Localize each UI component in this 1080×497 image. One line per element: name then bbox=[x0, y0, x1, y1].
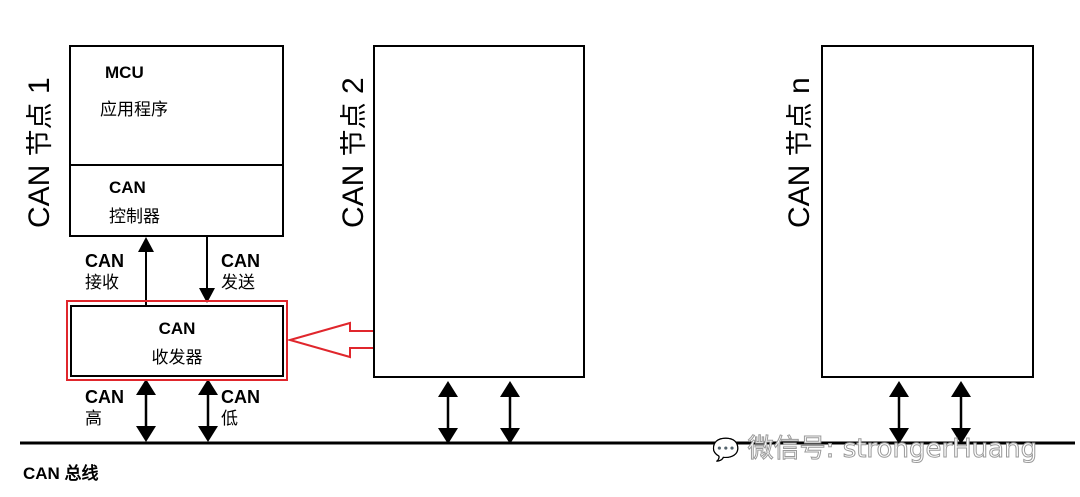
mcu-title: MCU bbox=[105, 63, 144, 82]
can-low-subtitle: 低 bbox=[221, 409, 238, 429]
can-low-arrow bbox=[198, 379, 218, 442]
rx-label-title: CAN bbox=[85, 251, 124, 271]
can-low-label: CAN 低 bbox=[221, 386, 260, 430]
can-transceiver-box: CAN 收发器 bbox=[70, 305, 284, 377]
rx-label: CAN 接收 bbox=[85, 250, 124, 294]
noden-label: CAN 节点 n bbox=[778, 77, 817, 228]
node1-label-num: 1 bbox=[23, 77, 56, 94]
can-bus-label: CAN 总线 bbox=[23, 464, 99, 483]
can-controller-box: CAN 控制器 bbox=[69, 164, 284, 237]
can-low-title: CAN bbox=[221, 387, 260, 407]
rx-arrow bbox=[138, 237, 154, 305]
noden-high-arrow bbox=[889, 381, 909, 444]
node2-label: CAN 节点 2 bbox=[332, 77, 371, 228]
mcu-box: MCU 应用程序 bbox=[69, 45, 284, 167]
noden-low-arrow bbox=[951, 381, 971, 444]
can-high-label: CAN 高 bbox=[85, 386, 124, 430]
wechat-icon: 💬 bbox=[711, 438, 740, 464]
node2-high-arrow bbox=[438, 381, 458, 444]
tx-label-title: CAN bbox=[221, 251, 260, 271]
node2-low-arrow bbox=[500, 381, 520, 444]
can-high-subtitle: 高 bbox=[85, 409, 102, 429]
node2-label-en: CAN bbox=[337, 164, 370, 228]
controller-title: CAN bbox=[109, 178, 146, 197]
mcu-subtitle: 应用程序 bbox=[100, 100, 168, 120]
node2-box bbox=[373, 45, 585, 378]
transceiver-subtitle: 收发器 bbox=[151, 348, 203, 368]
noden-label-num: n bbox=[783, 77, 816, 94]
can-high-title: CAN bbox=[85, 387, 124, 407]
tx-label: CAN 发送 bbox=[221, 250, 260, 294]
watermark: 💬 微信号: strongerHuang bbox=[711, 428, 1038, 465]
tx-arrow bbox=[199, 237, 215, 303]
noden-box bbox=[821, 45, 1034, 378]
rx-label-subtitle: 接收 bbox=[85, 273, 119, 293]
node1-label-en: CAN bbox=[23, 164, 56, 228]
tx-label-subtitle: 发送 bbox=[221, 273, 255, 293]
controller-subtitle: 控制器 bbox=[109, 207, 160, 227]
node2-label-cjk: 节点 bbox=[339, 102, 370, 157]
watermark-text: 微信号: strongerHuang bbox=[747, 434, 1038, 465]
node1-label: CAN 节点 1 bbox=[18, 77, 57, 228]
noden-label-en: CAN bbox=[783, 164, 816, 228]
transceiver-highlight bbox=[66, 300, 288, 381]
node1-label-cjk: 节点 bbox=[25, 102, 56, 157]
can-high-arrow bbox=[136, 379, 156, 442]
node2-label-num: 2 bbox=[337, 77, 370, 94]
noden-label-cjk: 节点 bbox=[785, 102, 816, 157]
transceiver-title: CAN bbox=[158, 319, 196, 338]
